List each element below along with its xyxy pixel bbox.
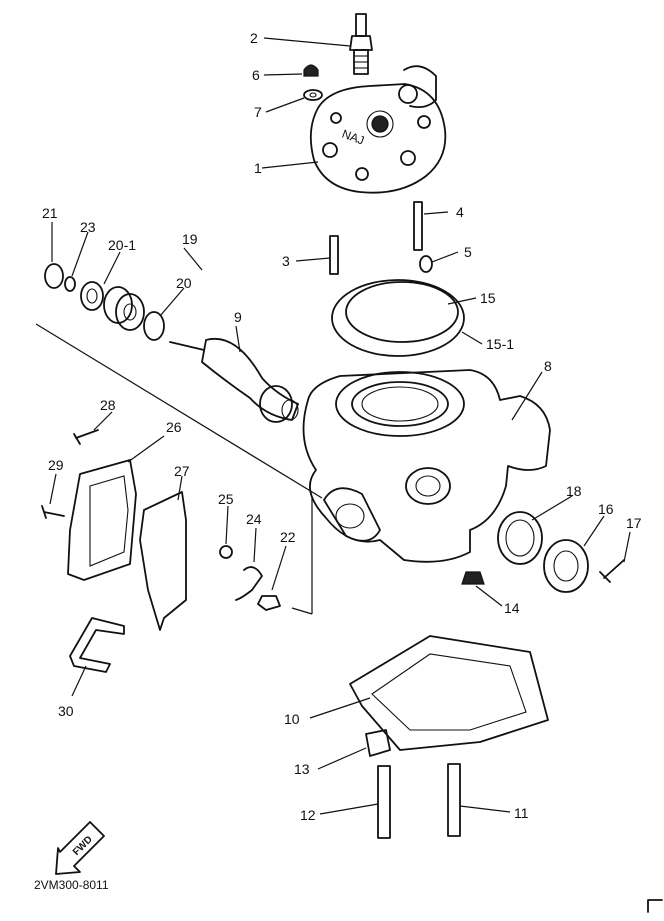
cylinder-head: NAJ <box>309 65 447 194</box>
bracket <box>69 617 125 673</box>
callout-18: 18 <box>566 483 582 499</box>
side-cover <box>67 459 137 581</box>
callout-15-1: 15-1 <box>486 336 514 352</box>
callout-9: 9 <box>234 309 242 325</box>
forward-arrow-icon: FWD <box>55 821 105 875</box>
callout-30: 30 <box>58 703 74 719</box>
callout-1: 1 <box>254 160 262 176</box>
bolt-28 <box>73 429 99 445</box>
callout-3: 3 <box>282 253 290 269</box>
corner-mark <box>647 899 663 913</box>
oil-seal <box>80 281 104 311</box>
callout-2: 2 <box>250 30 258 46</box>
callout-26: 26 <box>166 419 182 435</box>
base-gasket <box>349 635 549 751</box>
stud-bolt-11 <box>447 763 461 837</box>
head-gasket-outer <box>331 279 465 357</box>
callout-6: 6 <box>252 67 260 83</box>
callout-25: 25 <box>218 491 234 507</box>
o-ring-small <box>64 276 76 292</box>
callout-16: 16 <box>598 501 614 517</box>
power-valve-holder <box>103 286 145 331</box>
callout-21: 21 <box>42 205 58 221</box>
stud-bolt-upper <box>413 201 423 251</box>
side-cover-gasket <box>139 491 187 631</box>
callout-13: 13 <box>294 761 310 777</box>
callout-17: 17 <box>626 515 642 531</box>
washer <box>303 89 323 101</box>
exhaust-gasket <box>497 511 543 565</box>
callout-23: 23 <box>80 219 96 235</box>
bushing <box>44 263 64 289</box>
callout-20: 20 <box>176 275 192 291</box>
callout-22: 22 <box>280 529 296 545</box>
stud-nut <box>365 729 391 757</box>
head-gasket-inner <box>345 281 459 343</box>
callout-8: 8 <box>544 358 552 374</box>
nut <box>257 595 281 611</box>
callout-5: 5 <box>464 244 472 260</box>
cylinder <box>302 369 551 563</box>
drawing-code: 2VM300-8011 <box>34 878 109 892</box>
assembly-reference-line <box>35 323 323 615</box>
callout-19: 19 <box>182 231 198 247</box>
callout-29: 29 <box>48 457 64 473</box>
callout-10: 10 <box>284 711 300 727</box>
callout-11: 11 <box>514 805 529 821</box>
callout-27: 27 <box>174 463 190 479</box>
callout-14: 14 <box>504 600 520 616</box>
flange-nut <box>461 571 485 585</box>
clip <box>235 566 263 601</box>
power-valve-cover <box>543 539 589 593</box>
callout-28: 28 <box>100 397 116 413</box>
callout-20-1: 20-1 <box>108 237 136 253</box>
callout-15: 15 <box>480 290 496 306</box>
power-valve <box>169 337 299 423</box>
callout-7: 7 <box>254 104 262 120</box>
screw <box>219 545 233 559</box>
stud-bolt-12 <box>377 765 391 839</box>
cover-bolt <box>599 559 625 583</box>
cap-nut <box>303 64 319 77</box>
callout-4: 4 <box>456 204 464 220</box>
o-ring <box>143 311 165 341</box>
bolt-29 <box>41 505 65 519</box>
callout-12: 12 <box>300 807 316 823</box>
callout-24: 24 <box>246 511 262 527</box>
spark-plug <box>349 13 373 75</box>
dowel-nut <box>419 255 433 273</box>
head-marking: NAJ <box>340 127 366 148</box>
stud-bolt-short <box>329 235 339 275</box>
